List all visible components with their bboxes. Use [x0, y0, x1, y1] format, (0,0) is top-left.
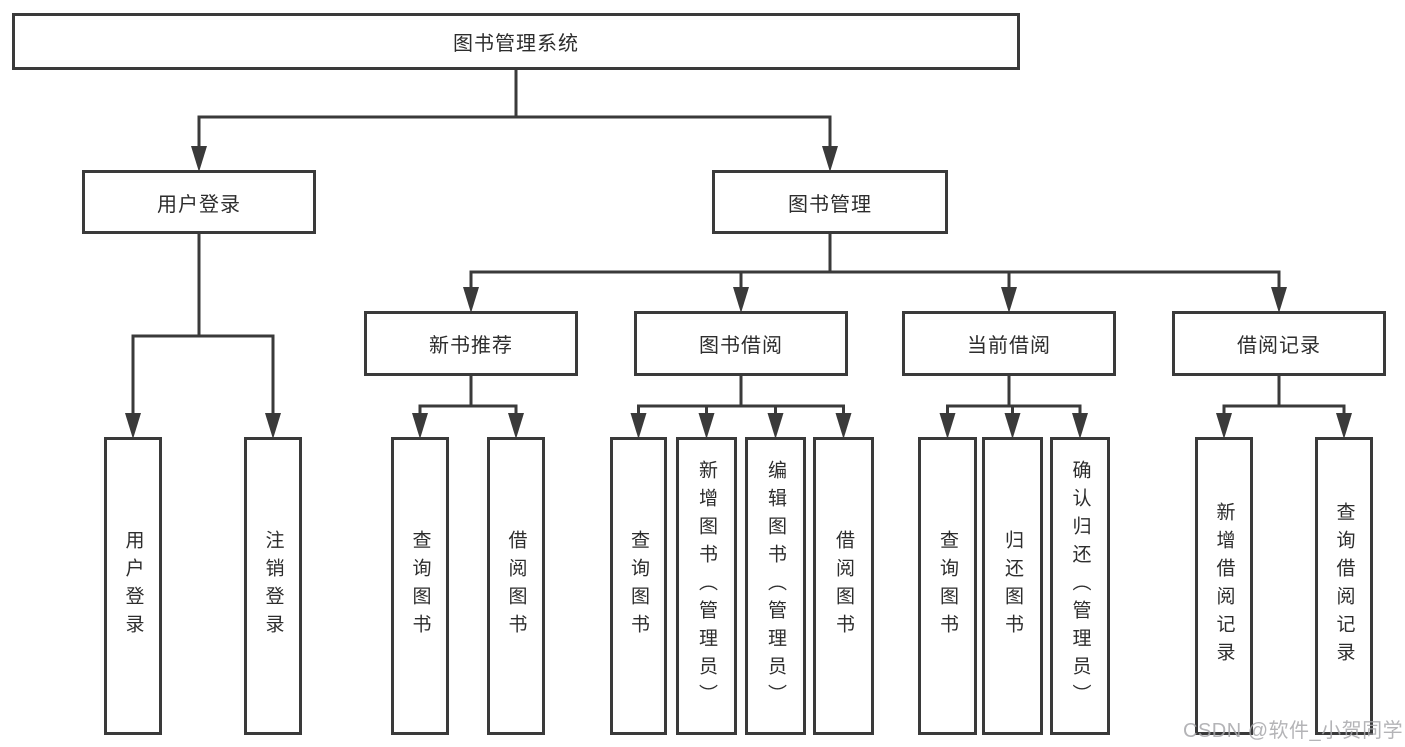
node-nbr-query-book: 查询图书: [391, 437, 449, 735]
watermark: CSDN @软件_小贺同学: [1183, 720, 1404, 742]
node-label: 归还图书: [1002, 530, 1023, 642]
node-label: 查询图书: [937, 530, 958, 642]
node-bb-add-book: 新增图书（管理员）: [676, 437, 737, 735]
node-label: 当前借阅: [967, 335, 1051, 357]
node-label: 用户登录: [122, 530, 144, 642]
node-br-query-record: 查询借阅记录: [1315, 437, 1373, 735]
node-label: 编辑图书（管理员）: [765, 460, 786, 712]
node-label: 查询图书: [628, 530, 649, 642]
node-label: 确认归还（管理员）: [1069, 460, 1091, 712]
node-label: 图书借阅: [699, 335, 783, 357]
node-user-login: 用户登录: [82, 170, 316, 234]
node-cb-return-book: 归还图书: [982, 437, 1043, 735]
node-borrow-record: 借阅记录: [1172, 311, 1386, 376]
node-label: 查询借阅记录: [1333, 502, 1355, 670]
node-new-book-rec: 新书推荐: [364, 311, 578, 376]
node-cb-confirm-return: 确认归还（管理员）: [1050, 437, 1110, 735]
node-current-borrow: 当前借阅: [902, 311, 1116, 376]
node-label: 用户登录: [157, 193, 241, 216]
node-label: 注销登录: [262, 530, 284, 642]
node-bb-borrow-book: 借阅图书: [813, 437, 874, 735]
node-label: 新增图书（管理员）: [696, 460, 717, 712]
node-label: 图书管理: [788, 193, 872, 216]
node-label: 新书推荐: [429, 335, 513, 357]
node-bb-query-book: 查询图书: [610, 437, 667, 735]
node-label: 借阅图书: [833, 530, 854, 642]
node-book-mgmt: 图书管理: [712, 170, 948, 234]
node-bb-edit-book: 编辑图书（管理员）: [745, 437, 806, 735]
node-leaf-user-login: 用户登录: [104, 437, 162, 735]
node-nbr-borrow-book: 借阅图书: [487, 437, 545, 735]
node-label: 查询图书: [409, 530, 431, 642]
node-br-add-record: 新增借阅记录: [1195, 437, 1253, 735]
node-label: 借阅记录: [1237, 335, 1321, 357]
node-leaf-logout: 注销登录: [244, 437, 302, 735]
node-label: 图书管理系统: [453, 33, 579, 55]
node-cb-query-book: 查询图书: [918, 437, 977, 735]
node-root: 图书管理系统: [12, 13, 1020, 70]
node-book-borrow: 图书借阅: [634, 311, 848, 376]
node-label: 借阅图书: [505, 530, 527, 642]
node-label: 新增借阅记录: [1213, 502, 1235, 670]
